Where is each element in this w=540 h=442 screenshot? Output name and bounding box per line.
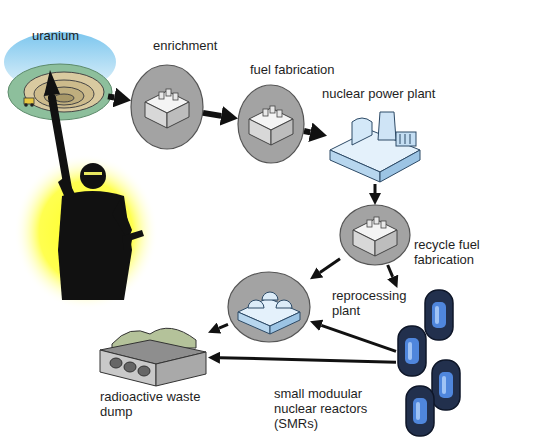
stage-node: fuel fabrication: [238, 85, 304, 163]
stage-ellipse: [131, 65, 203, 149]
wheel: [30, 103, 34, 107]
canister: [138, 366, 150, 376]
flow-arrow: [374, 184, 377, 193]
ground: [8, 64, 112, 120]
canister: [110, 358, 122, 368]
reactor-capsule: [406, 386, 434, 436]
flow-arrow: [108, 96, 114, 97]
stage-ellipse: [340, 205, 410, 265]
stage-node: uranium: [10, 55, 108, 120]
reactor-capsule: [398, 326, 426, 376]
canister: [124, 362, 136, 372]
stage-label: fuel fabrication: [250, 62, 335, 77]
flow-arrow: [203, 113, 221, 116]
dome: [262, 292, 278, 300]
uranium-mine: [4, 32, 116, 120]
reactor-capsule: [425, 290, 453, 340]
dump-side: [100, 350, 156, 386]
stage-ellipse: [228, 272, 310, 342]
pit: [54, 94, 74, 102]
stage-node: reprocessing plant: [228, 272, 310, 342]
recycle-facility: [340, 205, 410, 265]
dump-side: [156, 352, 206, 386]
flow-arrow: [304, 131, 310, 132]
fuel-fabrication-facility: [238, 85, 304, 163]
flow-arrow: [320, 259, 340, 273]
pit: [24, 72, 104, 112]
plant-base: [238, 312, 270, 334]
stage-label: reprocessing plant: [332, 288, 418, 318]
truck: [24, 98, 34, 104]
factory-building: [145, 89, 189, 128]
waste-dump: [100, 328, 206, 386]
reprocessing-facility: [228, 272, 310, 342]
stage-label: small moduular nuclear reactors (SMRs): [274, 386, 386, 431]
stage-label: nuclear power plant: [322, 86, 435, 101]
reactor-capsule: [432, 360, 460, 410]
flow-arrow: [321, 325, 396, 351]
reactor-dome: [352, 118, 372, 145]
stage-node: recycle fuel fabrication: [340, 205, 410, 265]
factory-building: [353, 217, 397, 256]
turbine-hall: [396, 132, 416, 146]
plant-base: [270, 312, 300, 334]
cooling-tower: [378, 112, 396, 140]
stage-node: enrichment: [131, 65, 203, 149]
dome: [248, 300, 264, 308]
stage-node: radioactive waste dump: [98, 325, 208, 387]
plant-base: [330, 150, 380, 182]
plant-base: [380, 150, 420, 182]
yellow-glow: [14, 154, 158, 310]
flow-arrow: [220, 358, 396, 362]
stage-label: enrichment: [153, 38, 217, 53]
stage-node: nuclear power plant: [327, 108, 423, 184]
factory-building: [249, 106, 293, 145]
body: [58, 191, 132, 300]
flow-arrow: [219, 324, 228, 328]
stage-ellipse: [238, 85, 304, 163]
pit: [34, 80, 94, 108]
wheel: [24, 103, 28, 107]
eye-slit: [84, 172, 102, 175]
stage-node: small moduular nuclear reactors (SMRs): [396, 288, 462, 438]
smr-reactors: [398, 290, 460, 436]
enrichment-facility: [131, 65, 203, 149]
stage-label: recycle fuel fabrication: [414, 237, 510, 267]
rocket-warhead: [44, 70, 60, 96]
pistol: [122, 230, 144, 250]
windows: [400, 134, 410, 144]
arm: [58, 176, 76, 200]
stage-label: radioactive waste dump: [100, 389, 228, 419]
head: [80, 163, 106, 189]
dome: [276, 300, 292, 308]
flow-arrow: [388, 265, 393, 277]
power-plant: [330, 112, 420, 182]
stage-label: uranium: [32, 28, 79, 43]
